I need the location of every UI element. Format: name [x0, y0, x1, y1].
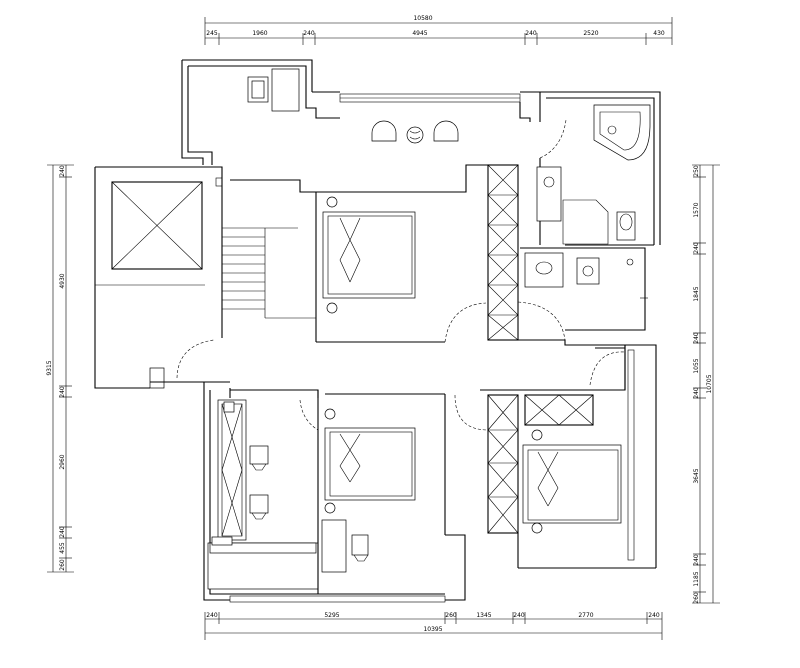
nightstand-2a: [324, 408, 336, 420]
right-seg-1: 1570: [693, 202, 700, 217]
top-seg-1: 1960: [252, 30, 267, 37]
stair-elevator-core: [94, 166, 317, 389]
wardrobe-center: [487, 164, 519, 341]
bottom-seg-0: 240: [206, 612, 218, 619]
bottom-seg-5: 2770: [578, 612, 593, 619]
nightstand-2b: [324, 502, 336, 514]
window-bottom: [229, 595, 446, 603]
bed-2: [324, 427, 416, 501]
nightstand-1a: [326, 196, 338, 208]
second-bathroom: [520, 247, 648, 331]
left-seg-3: 2960: [59, 454, 66, 469]
bottom-seg-3: 1345: [476, 612, 491, 619]
bedroom-2: [229, 390, 466, 603]
right-seg-10: 260: [693, 592, 700, 604]
right-seg-7: 3645: [693, 468, 700, 483]
top-seg-4: 240: [525, 30, 537, 37]
top-seg-2: 240: [303, 30, 315, 37]
elevator-shaft: [111, 181, 203, 270]
corner-bathtub: [593, 104, 651, 161]
top-seg-3: 4945: [412, 30, 427, 37]
right-seg-2: 240: [693, 242, 700, 254]
right-seg-3: 1845: [693, 286, 700, 301]
top-seg-6: 430: [653, 30, 665, 37]
dimension-bottom: 240 5295 260 1345 240 2770 240 10395: [204, 612, 663, 640]
living-room-top: [305, 91, 541, 144]
window-right: [627, 349, 635, 561]
bed-1: [322, 211, 416, 299]
bath-sink-counter: [536, 166, 562, 222]
lounge-chairs: [371, 120, 459, 144]
dimension-left: 9315 240 4930 240 2960 240 455 260: [46, 164, 74, 573]
bed-3: [522, 444, 622, 524]
study-chairs: [249, 445, 269, 520]
bottom-seg-2: 260: [445, 612, 457, 619]
left-seg-6: 260: [59, 559, 66, 571]
nightstand-1b: [326, 302, 338, 314]
right-total-label: 10705: [706, 374, 713, 393]
stair-landing-block: [149, 367, 165, 389]
right-seg-0: 250: [693, 165, 700, 177]
study-bookshelf: [217, 399, 247, 541]
bottom-total-label: 10395: [423, 626, 442, 633]
round-side-table: [406, 126, 424, 144]
second-bath-sink: [524, 252, 564, 288]
right-seg-8: 240: [693, 554, 700, 566]
left-seg-1: 4930: [59, 273, 66, 288]
bedroom-1: [316, 164, 488, 343]
study: [203, 382, 319, 601]
right-seg-9: 1185: [693, 571, 700, 586]
left-seg-2: 240: [59, 386, 66, 398]
nightstand-3b: [531, 522, 543, 534]
left-total-label: 9315: [46, 360, 53, 375]
right-seg-6: 240: [693, 387, 700, 399]
dimension-right: 10705 250 1570 240 1845 240 1055 240 364…: [692, 164, 720, 604]
dimension-top: 10580 245 1960 240 4945 240 2520 430: [204, 15, 673, 45]
bottom-seg-6: 240: [648, 612, 660, 619]
nightstand-3a: [531, 429, 543, 441]
right-seg-4: 240: [693, 332, 700, 344]
bedroom-3: [480, 344, 657, 569]
left-seg-4: 240: [59, 526, 66, 538]
bedroom-2-desk: [321, 519, 347, 573]
master-bathroom: [536, 91, 661, 246]
bottom-seg-1: 5295: [324, 612, 339, 619]
toilet: [616, 211, 636, 241]
balcony-top-left: [181, 59, 313, 165]
balcony-desk: [271, 68, 300, 112]
top-seg-0: 245: [206, 30, 218, 37]
right-seg-5: 1055: [693, 358, 700, 373]
top-seg-5: 2520: [583, 30, 598, 37]
second-bath-shower: [576, 257, 600, 285]
left-seg-5: 455: [59, 542, 66, 554]
left-seg-0: 240: [59, 165, 66, 177]
bottom-seg-4: 240: [513, 612, 525, 619]
top-total-label: 10580: [413, 15, 432, 22]
stair-treads: [222, 227, 316, 319]
